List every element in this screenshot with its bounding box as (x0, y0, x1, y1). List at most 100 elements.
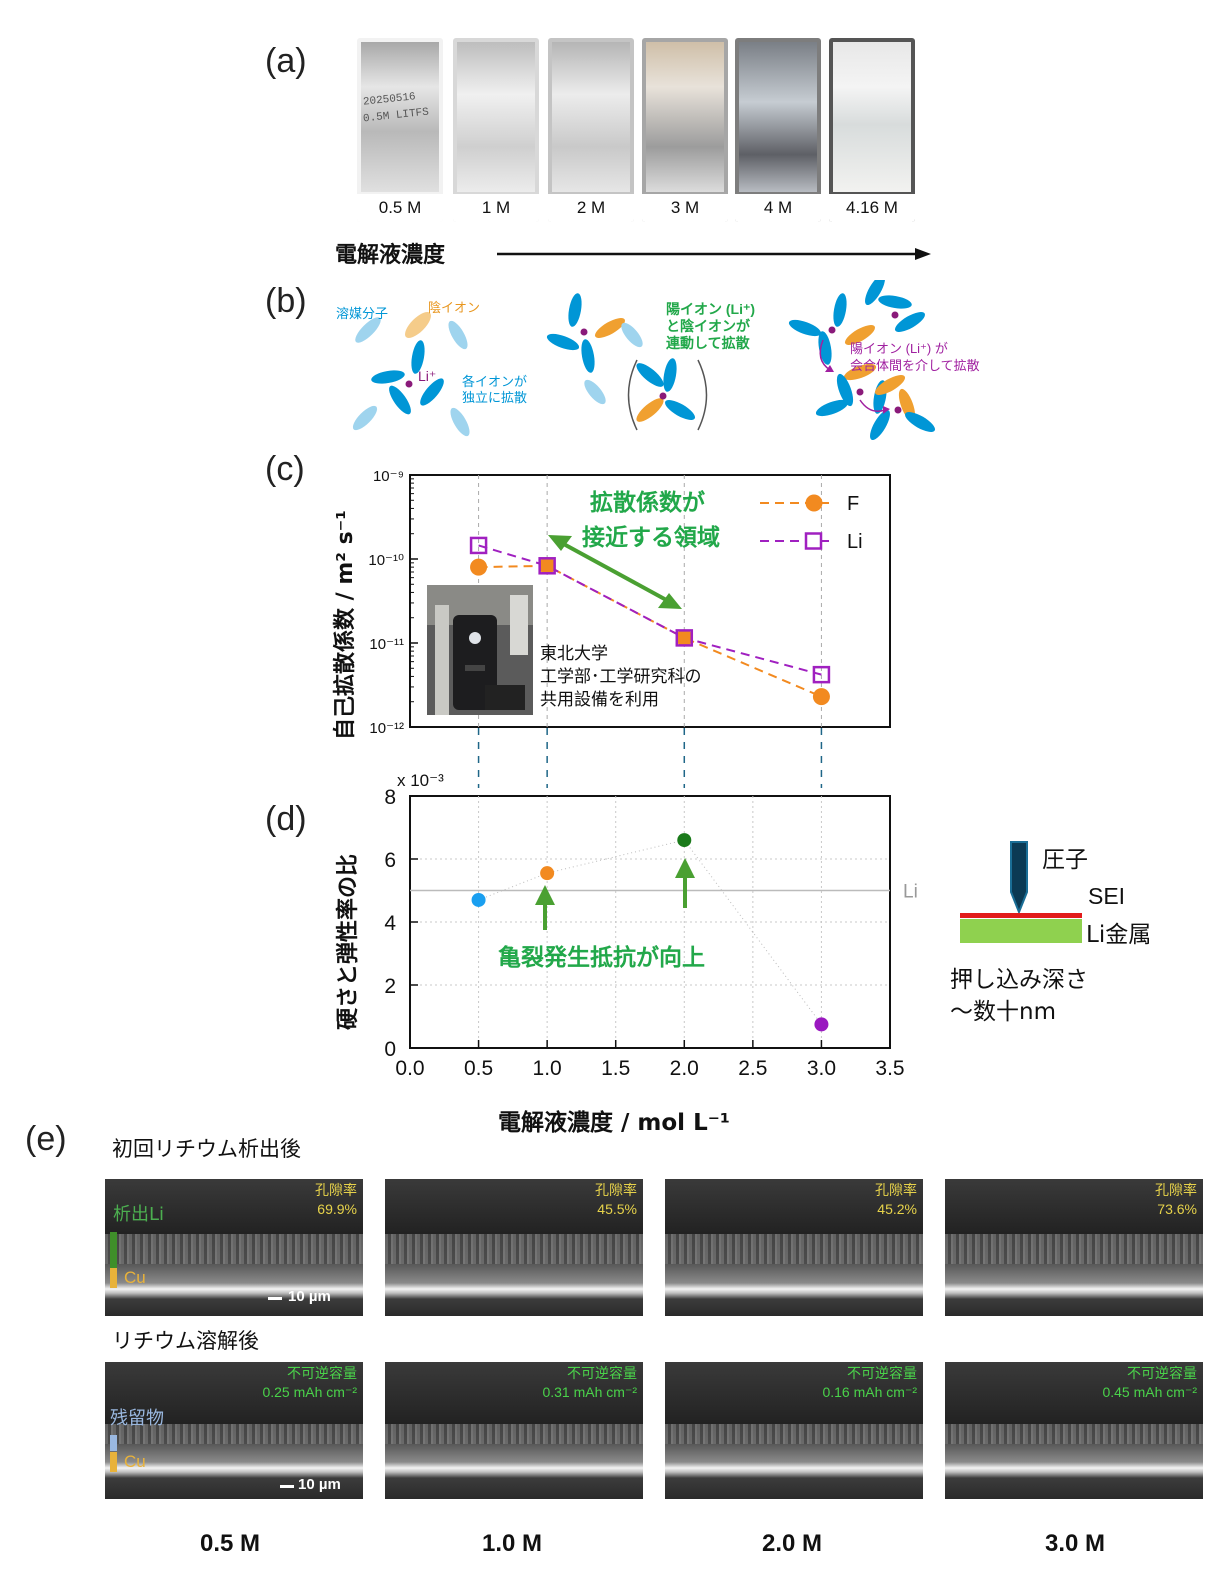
scale-bar-label-1: 10 µm (288, 1288, 331, 1305)
vial-concentration-label: 0.5 M (357, 194, 443, 222)
sem-metric-value: 0.16 mAh cm⁻² (822, 1384, 917, 1400)
diffusion-ytick-label: 10⁻¹⁰ (368, 552, 404, 569)
li-ion-dot (405, 380, 413, 388)
panel-a-label: (a) (265, 42, 307, 80)
sei-layer (960, 913, 1082, 918)
ratio-xtick-label: 1.0 (533, 1057, 562, 1080)
vial-3M: 3 M (642, 38, 728, 222)
vial-photo (361, 42, 439, 192)
sem-metric-label: 不可逆容量 (287, 1365, 357, 1381)
vial-1M: 1 M (453, 38, 539, 222)
anion-label: 陰イオン (428, 300, 480, 315)
legend-label-Li: Li (847, 531, 863, 553)
li-ion-dot (891, 311, 899, 319)
cu-label-2: Cu (124, 1452, 146, 1471)
electrode-layer (105, 1234, 363, 1264)
ratio-ytick-label: 4 (384, 912, 396, 935)
electrode-layer (105, 1424, 363, 1444)
vial-photo (646, 42, 724, 192)
solvent-molecule (411, 340, 425, 374)
vial-photo (833, 42, 911, 192)
residue-label: 残留物 (110, 1408, 164, 1429)
solvent-molecule (663, 358, 677, 392)
solvent-molecule (389, 385, 411, 415)
scale-bar-1 (268, 1297, 282, 1300)
independent-label-1: 各イオンが (462, 374, 527, 389)
solvent-molecule (836, 373, 854, 407)
coupled-label-3: 連動して拡散 (666, 335, 751, 351)
solvent-molecule (448, 320, 468, 350)
ratio-ytick-label: 8 (384, 786, 396, 809)
hop-label-1: 陽イオン (Li⁺) が (850, 341, 948, 356)
ratio-scale-label: x 10⁻³ (397, 771, 444, 790)
solvent-molecule (352, 405, 378, 431)
li-ion-label: Li⁺ (418, 368, 436, 384)
indenter-label: 圧子 (1042, 847, 1088, 873)
hop-arrow-2 (859, 399, 886, 412)
nmr-instrument-photo (427, 585, 533, 715)
conc-label-0.5: 0.5 M (199, 1530, 261, 1557)
vial-photo (552, 42, 630, 192)
solvent-molecule (904, 412, 936, 432)
solvent-molecule (581, 339, 595, 373)
coupled-label-1: 陽イオン (Li⁺) (666, 301, 755, 317)
anion (405, 312, 431, 338)
sem-metric-value: 0.45 mAh cm⁻² (1102, 1384, 1197, 1400)
solvent-molecule (355, 317, 381, 343)
ratio-xtick-label: 0.0 (395, 1057, 424, 1080)
diffusion-ytick-label: 10⁻⁹ (373, 468, 404, 485)
solvent-molecule (818, 331, 832, 365)
indentation-schematic (960, 841, 1082, 943)
conc-label-2.0: 2.0 M (761, 1530, 823, 1557)
scale-bar-2 (280, 1485, 294, 1488)
sem-metric-label: 孔隙率 (1155, 1182, 1197, 1198)
li-ion-dot (828, 326, 836, 334)
indenter-tip (1010, 841, 1028, 915)
hop-label-2: 会合体間を介して拡散 (850, 358, 980, 373)
solvent-molecule (878, 295, 912, 309)
hop-arrowhead-2 (883, 406, 890, 414)
anion (844, 325, 876, 345)
solvent-molecule (568, 293, 582, 327)
concentration-arrow (497, 248, 931, 260)
electrode-layer (665, 1424, 923, 1444)
solvent-molecule (865, 280, 885, 306)
cluster-bracket-right (697, 359, 708, 431)
depth-label-2: ～数十nm (950, 999, 1056, 1025)
coupled-label-2: と陰イオンが (666, 318, 751, 334)
solvent-molecule (894, 312, 926, 332)
crack-resistance-annotation: 亀裂発生抵抗が向上 (498, 944, 705, 970)
approach-double-arrow (548, 535, 682, 609)
vial-concentration-label: 4 M (735, 194, 821, 222)
legend-marker-F (805, 494, 823, 512)
vial-photo (739, 42, 817, 192)
legend-label-F: F (847, 493, 859, 515)
sem-metric-value: 69.9% (317, 1201, 357, 1217)
photo-caption-2: 工学部･工学研究科の (540, 667, 702, 686)
ratio-xtick-label: 1.5 (601, 1057, 630, 1080)
vial-4M: 4 M (735, 38, 821, 222)
concentration-arrow-label: 電解液濃度 (335, 243, 446, 268)
row2-title: リチウム溶解後 (112, 1329, 259, 1353)
crack-resistance-arrows (535, 858, 695, 930)
ratio-trend-line (478, 839, 822, 1025)
li-metal-layer (960, 919, 1082, 943)
li-ion-dot (580, 328, 588, 336)
vial-photo (457, 42, 535, 192)
residue-bar (110, 1435, 117, 1451)
conc-label-1.0: 1.0 M (481, 1530, 543, 1557)
li-metal-label: Li金属 (1086, 922, 1152, 948)
point-F (538, 557, 556, 575)
ratio-xtick-label: 3.0 (807, 1057, 836, 1080)
series-line-F (478, 564, 822, 698)
ratio-xlabel: 電解液濃度 / mol L⁻¹ (498, 1110, 730, 1136)
li-reference-label: Li (903, 882, 918, 903)
sem-metric-value: 0.25 mAh cm⁻² (262, 1384, 357, 1400)
cu-bar-2 (110, 1452, 117, 1472)
